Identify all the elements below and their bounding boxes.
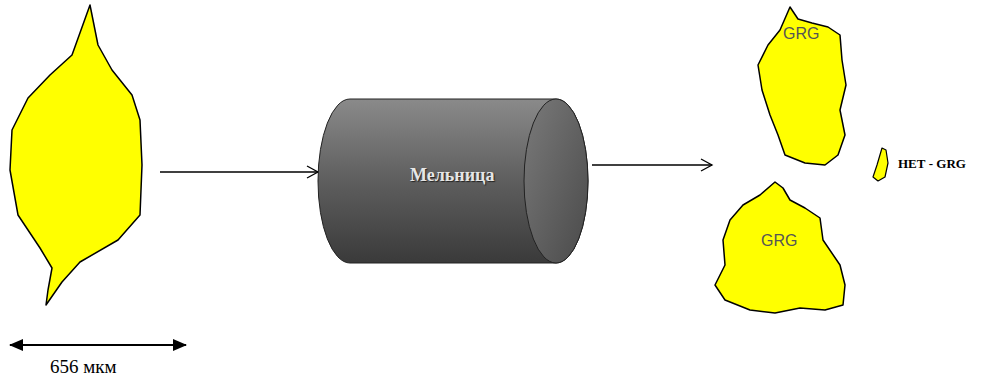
flow-arrow	[160, 171, 318, 172]
node-text: НЕТ - GRG	[898, 156, 966, 172]
non-grg-particle: НЕТ - GRG	[868, 145, 990, 185]
input-particle	[10, 5, 142, 305]
dimension-line	[10, 344, 186, 346]
grg-particle: GRG	[705, 180, 855, 320]
grg-particle: GRG	[750, 5, 855, 170]
node-text: GRG	[783, 25, 819, 43]
flow-arrow	[592, 164, 712, 165]
grg-particle-outline	[705, 180, 855, 320]
dimension-label: 656 мкм	[50, 356, 117, 378]
node-text: Мельница	[410, 165, 494, 186]
node-text: GRG	[761, 232, 797, 250]
mill-cylinder: Мельница	[318, 95, 593, 267]
